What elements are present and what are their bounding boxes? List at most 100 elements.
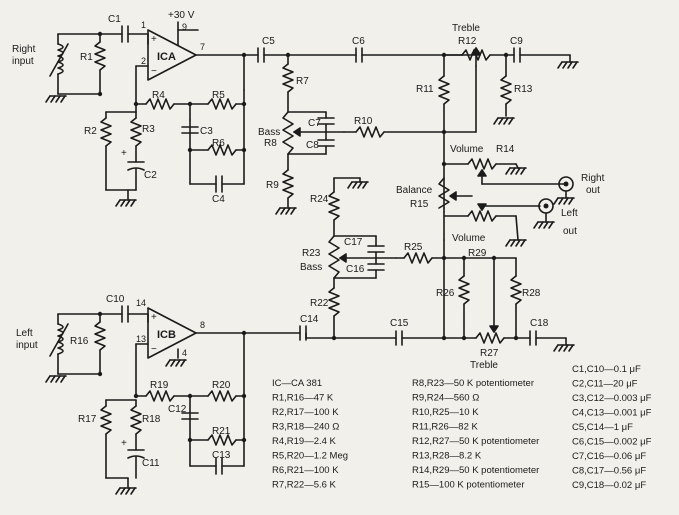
label-c7: C7	[308, 118, 321, 129]
label-r1: R1	[80, 52, 93, 63]
legend-entry: R4,R19—2.4 K	[272, 436, 337, 447]
label-c15: C15	[390, 318, 409, 329]
label-c14: C14	[300, 314, 319, 325]
volume-top	[443, 158, 567, 185]
label-r2: R2	[84, 126, 97, 137]
r17-r18-c11-network	[100, 399, 145, 479]
r24-ground-symbol	[347, 181, 369, 189]
label-r14: R14	[496, 144, 515, 155]
label-r6: R6	[212, 138, 225, 149]
right-out-label-2: out	[586, 185, 600, 196]
legend-entry: C5,C14—1 μF	[572, 422, 633, 433]
icb-pin-14: 14	[136, 298, 146, 308]
c11-plus-sign: +	[121, 438, 127, 449]
label-r27: R27	[480, 348, 499, 359]
label-r23: R23	[302, 248, 321, 259]
icb-pin-4: 4	[182, 348, 187, 358]
label-c18: C18	[530, 318, 549, 329]
legend-entry: R2,R17—100 K	[272, 407, 339, 418]
legend-entry: C4,C13—0.001 μF	[572, 408, 652, 419]
r9-ground	[275, 207, 297, 215]
label-r7: R7	[296, 76, 309, 87]
icb-minus: −	[151, 344, 157, 355]
legend-entry: R7,R22—5.6 K	[272, 480, 337, 491]
label-r17: R17	[78, 414, 97, 425]
signal-line-bottom	[299, 325, 465, 346]
c10-capacitor	[121, 305, 149, 323]
legend-entry: C9,C18—0.02 μF	[572, 480, 646, 491]
label-r4: R4	[152, 90, 165, 101]
label-c2: C2	[144, 170, 157, 181]
ica-opamp	[135, 29, 259, 105]
ica-minus: −	[151, 66, 157, 77]
feedback-network-bottom	[135, 332, 245, 475]
label-c13: C13	[212, 450, 231, 461]
r1-resistor	[94, 33, 106, 95]
left-out-jack	[533, 198, 555, 229]
label-r24: R24	[310, 194, 329, 205]
label-r5: R5	[212, 90, 225, 101]
legend-entry: R11,R26—82 K	[412, 422, 478, 433]
treble-top-label: Treble	[452, 23, 480, 34]
legend-entry: R5,R20—1.2 Meg	[272, 451, 348, 462]
label-r3: R3	[142, 124, 155, 135]
label-c8: C8	[306, 140, 319, 151]
right-input-coil	[49, 33, 123, 95]
label-c11: C11	[142, 458, 160, 469]
volume-bottom-ground	[505, 239, 527, 247]
junction-dots	[97, 31, 519, 443]
left-input-label-1: Left	[16, 328, 33, 339]
left-out-label-1: Left	[561, 208, 578, 219]
c2-ground	[115, 199, 137, 207]
legend-entry: R13,R28—8.2 K	[412, 451, 482, 462]
treble-network-bottom	[458, 257, 567, 346]
right-input-label-1: Right	[12, 44, 36, 55]
legend-entry: IC—CA 381	[272, 378, 322, 389]
right-out-jack	[553, 176, 575, 205]
volume-bottom-label: Volume	[452, 233, 486, 244]
r13-ground	[493, 117, 515, 125]
left-input-label-2: input	[16, 340, 38, 351]
left-out-label-2: out	[563, 226, 577, 237]
bass-chain-top	[282, 54, 445, 209]
ica-pin-1: 1	[141, 20, 146, 30]
legend-entry: R9,R24—560 Ω	[412, 393, 479, 404]
label-c12: C12	[168, 404, 187, 415]
volume-bottom	[443, 203, 541, 222]
label-r22: R22	[310, 298, 329, 309]
r2-r3-c2-network	[100, 103, 145, 191]
label-c5: C5	[262, 36, 275, 47]
treble-network-top	[438, 47, 571, 209]
label-r9: R9	[266, 180, 279, 191]
legend-entry: R1,R16—47 K	[272, 393, 334, 404]
right-input-label-2: input	[12, 56, 34, 67]
c11-ground	[115, 487, 137, 495]
legend-entry: C6,C15—0.002 μF	[572, 437, 652, 448]
label-r8: R8	[264, 138, 277, 149]
volume-top-label: Volume	[450, 144, 484, 155]
label-c17: C17	[344, 237, 363, 248]
legend-entry: C7,C16—0.06 μF	[572, 451, 646, 462]
ica-label: ICA	[157, 51, 176, 63]
legend-entry: C3,C12—0.003 μF	[572, 393, 652, 404]
left-input-ground	[45, 375, 67, 383]
label-r21: R21	[212, 426, 231, 437]
legend-entry: C1,C10—0.1 μF	[572, 364, 641, 375]
label-r19: R19	[150, 380, 169, 391]
icb-pin-13: 13	[136, 334, 146, 344]
volume-top-ground	[505, 167, 527, 175]
label-r10: R10	[354, 116, 373, 127]
component-labels: C1 R1 C5 C6 R12 C9 R4 R5 R2 R3 C3 R6 C2 …	[70, 14, 549, 469]
balance-pot	[438, 177, 473, 241]
legend-entry: R10,R25—10 K	[412, 407, 479, 418]
bass-top-label: Bass	[258, 127, 280, 138]
label-r20: R20	[212, 380, 231, 391]
icb-ground	[165, 359, 187, 367]
icb-label: ICB	[157, 329, 176, 341]
bass-bottom-label: Bass	[300, 262, 322, 273]
